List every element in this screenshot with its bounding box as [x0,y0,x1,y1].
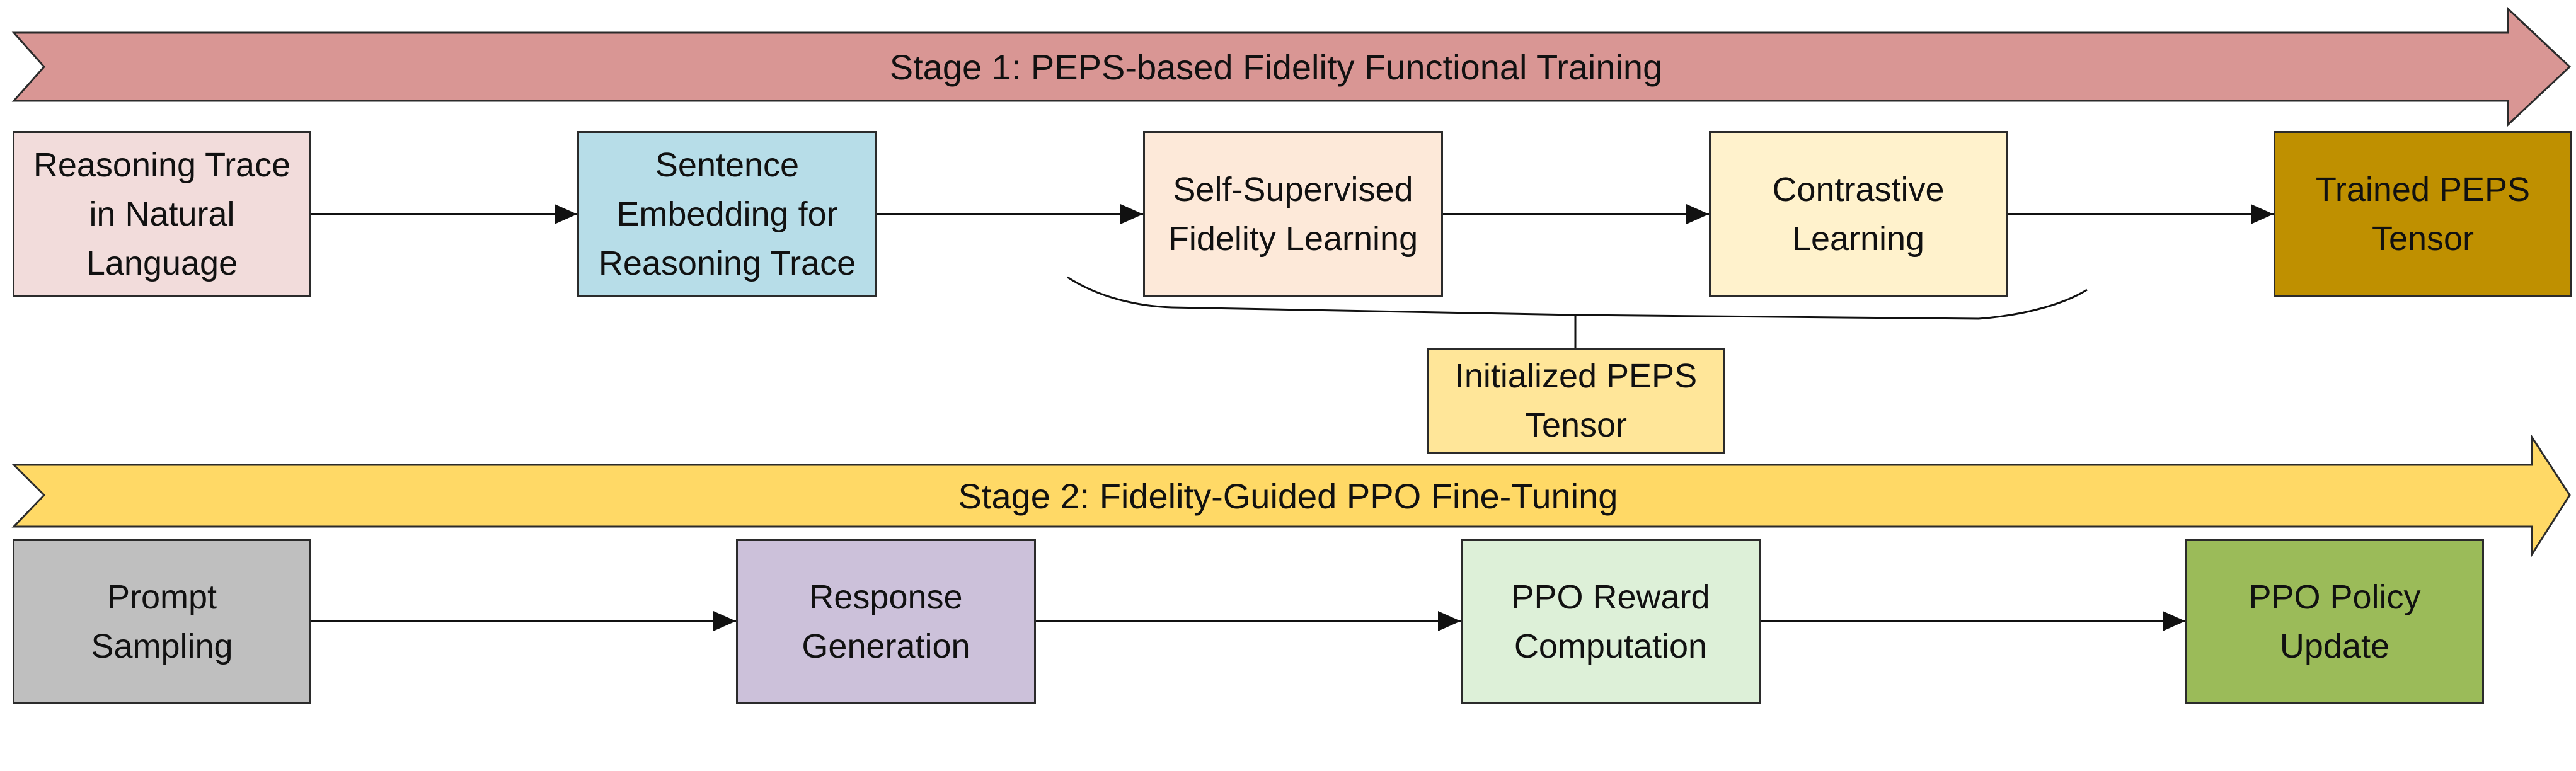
stage1-banner-arrow [11,6,2572,127]
ppo-reward-computation-box: PPO Reward Computation [1461,539,1761,704]
trained-peps-tensor-box: Trained PEPS Tensor [2274,131,2572,297]
stage2-banner-arrow [11,433,2571,558]
stage2-label: Stage 2: Fidelity-Guided PPO Fine-Tuning [958,476,1618,516]
sentence-embedding-box: Sentence Embedding for Reasoning Trace [577,131,877,297]
response-generation-box: Response Generation [736,539,1036,704]
initialized-peps-tensor-box: Initialized PEPS Tensor [1427,348,1725,454]
ppo-policy-update-box: PPO Policy Update [2185,539,2484,704]
stage1-label: Stage 1: PEPS-based Fidelity Functional … [889,47,1663,87]
self-supervised-fidelity-box: Self-Supervised Fidelity Learning [1143,131,1443,297]
reasoning-trace-box: Reasoning Trace in Natural Language [13,131,311,297]
contrastive-learning-box: Contrastive Learning [1709,131,2008,297]
prompt-sampling-box: Prompt Sampling [13,539,311,704]
